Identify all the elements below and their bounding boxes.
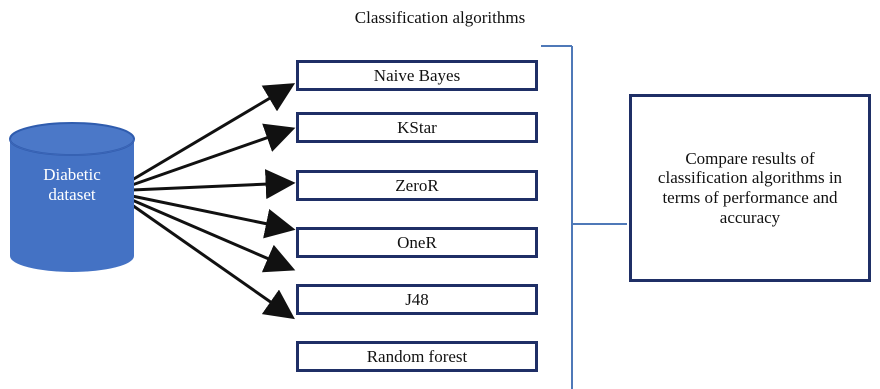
dataset-label: Diabetic dataset xyxy=(43,165,101,205)
algorithm-box-kstar: KStar xyxy=(296,112,538,143)
bracket xyxy=(541,45,627,389)
arrow-to-kstar xyxy=(131,123,296,187)
algorithm-label-kstar: KStar xyxy=(397,118,437,137)
arrows xyxy=(131,83,296,320)
comparison-box: Compare results of classification algori… xyxy=(629,94,871,282)
arrow-to-j48 xyxy=(131,203,295,320)
algorithm-label-oner: OneR xyxy=(397,233,437,252)
diagram-title: Classification algorithms xyxy=(354,8,526,27)
arrow-to-naive-bayes xyxy=(131,83,296,182)
database-body xyxy=(10,139,134,272)
algorithm-box-j48: J48 xyxy=(296,284,538,315)
algorithm-box-oner: OneR xyxy=(296,227,538,258)
algorithm-box-random-forest: Random forest xyxy=(296,341,538,372)
database-inner-ring xyxy=(9,138,135,156)
algorithm-box-naive-bayes: Naive Bayes xyxy=(296,60,538,91)
algorithm-label-j48: J48 xyxy=(405,290,429,309)
comparison-text: Compare results of classification algori… xyxy=(657,148,843,227)
arrow-to-oner-2 xyxy=(131,198,296,273)
algorithm-box-zeror: ZeroR xyxy=(296,170,538,201)
arrow-to-zeror xyxy=(131,169,296,200)
arrow-to-oner xyxy=(131,194,296,239)
algorithm-label-random-forest: Random forest xyxy=(366,347,468,366)
algorithm-label-naive-bayes: Naive Bayes xyxy=(373,66,461,85)
algorithm-label-zeror: ZeroR xyxy=(395,176,439,195)
database-cylinder-icon xyxy=(9,122,135,272)
